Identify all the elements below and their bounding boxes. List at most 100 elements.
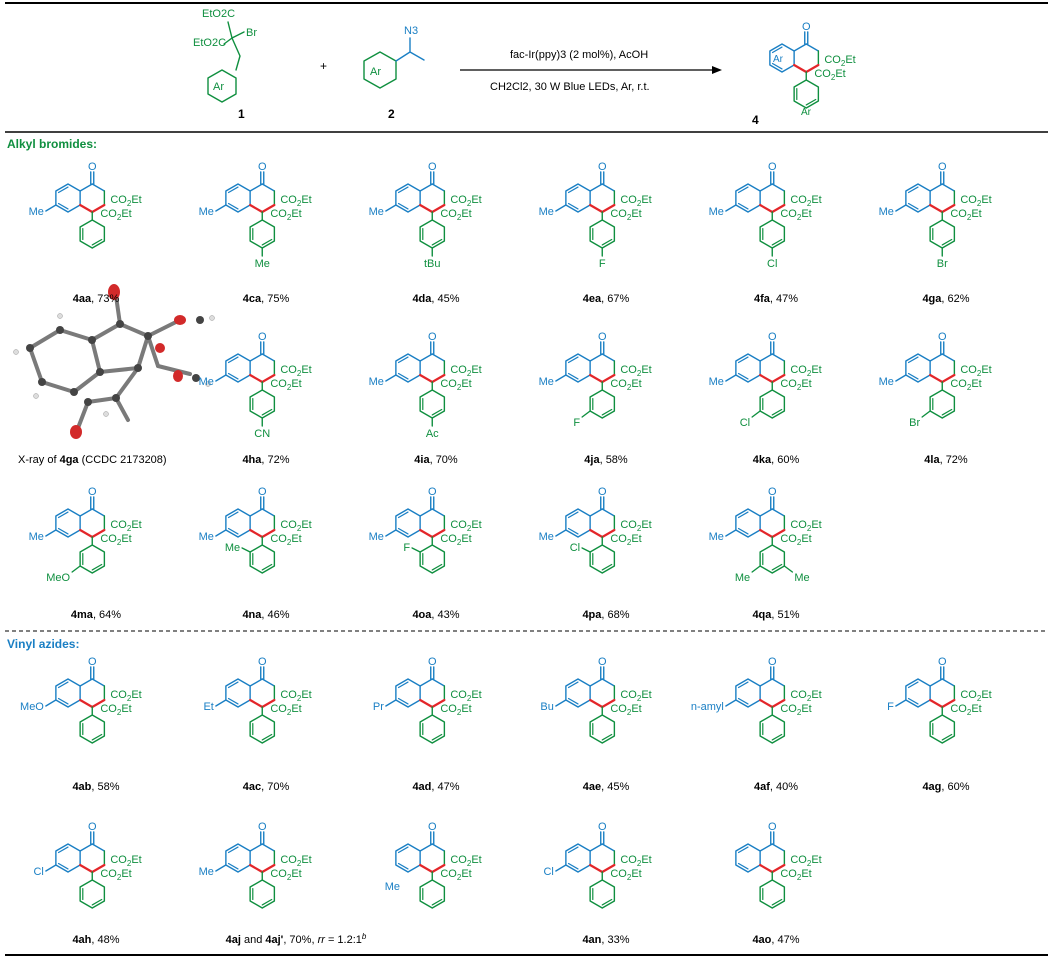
aryl-substituent: Me (225, 542, 240, 554)
aryl-substituent: F (403, 542, 410, 554)
ester-upper: CO2Et (620, 364, 651, 378)
ester-upper: CO2Et (450, 364, 481, 378)
compound-caption: 4ma, 64% (71, 609, 121, 621)
ester-upper: CO2Et (790, 364, 821, 378)
ester-upper: CO2Et (620, 854, 651, 868)
aryl-substituent: F (599, 258, 606, 270)
aryl-substituent: Br (937, 258, 948, 270)
product-ar-bottom: Ar (801, 107, 812, 118)
ester-lower: CO2Et (440, 868, 471, 882)
core-substituent: Me (199, 866, 214, 878)
reactant1-bromo: Br (246, 27, 257, 39)
compound-code: 4ag (922, 781, 941, 793)
compound-code: 4ae (583, 781, 601, 793)
compound-yield: , 60% (771, 454, 799, 466)
xray-caption-suffix: (CCDC 2173208) (79, 454, 167, 466)
ester-lower: CO2Et (780, 868, 811, 882)
ester-lower: CO2Et (610, 378, 641, 392)
compound-code: 4na (242, 609, 262, 621)
core-substituent: Me (539, 376, 554, 388)
aryl-substituent: Ac (426, 428, 439, 440)
ketone-oxygen: O (428, 161, 437, 173)
core-substituent: Bu (540, 701, 553, 713)
ketone-oxygen: O (258, 486, 267, 498)
xray-caption-prefix: X-ray of (18, 454, 60, 466)
ketone-oxygen: O (938, 656, 947, 668)
compound-caption: 4ab, 58% (72, 781, 119, 793)
compound-yield: , 47% (431, 781, 459, 793)
compound-yield: , 67% (601, 293, 629, 305)
ketone-oxygen: O (88, 656, 97, 668)
reactant2-azide: N3 (404, 25, 418, 37)
core-substituent: Me (369, 206, 384, 218)
ketone-oxygen: O (938, 161, 947, 173)
ester-upper: CO2Et (110, 689, 141, 703)
plus-sign: + (320, 59, 327, 73)
compound-code: 4ac (243, 781, 261, 793)
compound-yield: , 70% (261, 781, 289, 793)
compound-caption: 4an, 33% (582, 934, 629, 946)
compound-yield: , 73% (91, 293, 119, 305)
core-substituent: Me (199, 531, 214, 543)
aryl-substituent: MeO (46, 572, 70, 584)
ketone-oxygen: O (598, 486, 607, 498)
ester-lower: CO2Et (610, 703, 641, 717)
ketone-oxygen: O (598, 656, 607, 668)
core-substituent: Me (29, 206, 44, 218)
compound-code: 4fa (754, 293, 771, 305)
ester-upper: CO2Et (620, 519, 651, 533)
aryl-substituent: CN (254, 428, 270, 440)
core-substituent: Me (709, 376, 724, 388)
ester-upper: CO2Et (280, 519, 311, 533)
core-substituent: Pr (373, 701, 384, 713)
compound-caption: 4ag, 60% (922, 781, 969, 793)
ketone-oxygen: O (428, 656, 437, 668)
compound-yield: , 58% (91, 781, 119, 793)
core-substituent: Cl (33, 866, 43, 878)
ester-upper: CO2Et (110, 854, 141, 868)
compound-yield: , 60% (941, 781, 969, 793)
ester-lower: CO2Et (100, 208, 131, 222)
compound-yield: , 64% (93, 609, 121, 621)
ester-upper: CO2Et (280, 689, 311, 703)
ester-lower: CO2Et (100, 868, 131, 882)
ester-lower: CO2Et (950, 378, 981, 392)
ester-lower: CO2Et (270, 208, 301, 222)
reactant1-ar-label: Ar (213, 81, 224, 93)
compound-code: 4an (582, 934, 601, 946)
compound-caption: 4qa, 51% (752, 609, 799, 621)
product-ar-top: Ar (773, 54, 784, 65)
compound-yield: , 51% (771, 609, 799, 621)
compound-caption: 4af, 40% (754, 781, 798, 793)
compound-code: 4qa (752, 609, 772, 621)
ester-lower: CO2Et (814, 68, 845, 82)
ester-upper: CO2Et (960, 194, 991, 208)
ketone-oxygen: O (88, 161, 97, 173)
ester-upper: CO2Et (620, 689, 651, 703)
core-substituent: Cl (543, 866, 553, 878)
ester-lower: CO2Et (270, 533, 301, 547)
ester-lower: CO2Et (780, 533, 811, 547)
aryl-substituent: Cl (570, 542, 580, 554)
compound-caption: 4aj and 4aj', 70%, rr = 1.2:1b (226, 932, 367, 946)
compound-caption: 4ao, 47% (752, 934, 799, 946)
ester-upper: CO2Et (280, 194, 311, 208)
conditions-bottom: CH2Cl2, 30 W Blue LEDs, Ar, r.t. (490, 81, 650, 93)
ketone-oxygen: O (768, 161, 777, 173)
